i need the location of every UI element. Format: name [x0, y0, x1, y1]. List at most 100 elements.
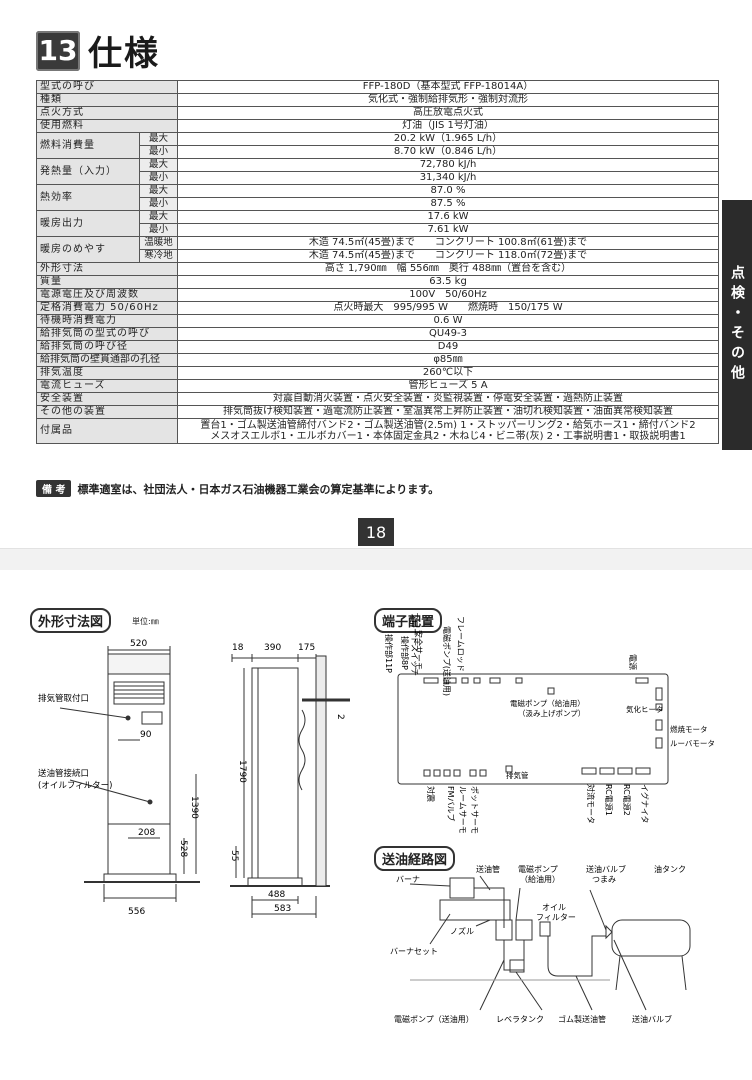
- dim-208: 208: [138, 828, 155, 838]
- row-label: 型式の呼び: [36, 80, 178, 94]
- rubber-pipe-label: ゴム製送油管: [558, 1014, 606, 1024]
- dim-175: 175: [298, 643, 315, 653]
- terminal-title: 端子配置: [374, 608, 443, 633]
- oil-hose: [298, 709, 306, 791]
- row-label: 付属品: [36, 418, 178, 444]
- ground-label: 対震: [426, 786, 436, 802]
- row-value: 木造 74.5㎡(45畳)まで コンクリート 118.0㎡(72畳)まで: [177, 249, 719, 263]
- row-value: QU49-3: [177, 327, 719, 341]
- fm-valve-label: FMバルブ: [446, 786, 456, 822]
- burner-set: [439, 899, 511, 921]
- accessories-line-1: 置台1・ゴム製送油管締付バンド2・ゴム製送油管(2.5m) 1・ストッパーリング…: [200, 420, 696, 431]
- burner-label: バーナ: [396, 875, 420, 884]
- outline-unit: 単位:㎜: [132, 617, 159, 626]
- diagram-page: 外形寸法図 単位:㎜: [0, 570, 752, 1080]
- room-thermo-label: ルームサーモ: [458, 786, 467, 834]
- side-tab[interactable]: 点検・その他: [722, 200, 752, 450]
- table-row: 外形寸法高さ 1,790㎜ 幅 556㎜ 奥行 488㎜（置台を含む）: [36, 262, 719, 276]
- oil-pipe: [474, 887, 505, 928]
- pump-supply-label-2: （給油用）: [520, 874, 560, 884]
- oil-valve-label: 送油バルブ: [632, 1014, 672, 1024]
- rubber-pipe: [547, 935, 606, 977]
- row-label: 発熱量（入力）: [36, 158, 140, 185]
- terminal-diagram: 操作部11P 操作部8P 安全サーモ フロートスイッチ 電磁ポンプ(送油用) フ…: [384, 612, 715, 834]
- row-label: 電流ヒューズ: [36, 379, 178, 393]
- row-sub: 寒冷地: [139, 249, 178, 263]
- front-top-panel: [107, 653, 171, 675]
- burner-set-label: バーナセット: [390, 947, 438, 956]
- igniter-label: イグナイタ: [640, 784, 650, 824]
- row-sub: 最大: [139, 184, 178, 198]
- outline-title: 外形寸法図: [30, 608, 112, 633]
- dim-556: 556: [128, 907, 145, 917]
- row-sub: 最大: [139, 210, 178, 224]
- pump-main-label-2: （汲み上げポンプ）: [518, 709, 585, 718]
- row-label: 排気温度: [36, 366, 178, 380]
- dim-18: 18: [232, 643, 244, 653]
- row-label: 暖房出力: [36, 210, 140, 237]
- oil-pipe-label: 送油管: [476, 864, 500, 874]
- oilpath-diagram: バーナ 送油管 電磁ポンプ （給油用） 送油バルブ つまみ 油タンク オイル フ…: [390, 864, 691, 1024]
- section-header: 13 仕様: [36, 26, 160, 75]
- op11-label: 操作部11P: [384, 634, 394, 673]
- dim-488: 488: [268, 890, 285, 900]
- exhaust-label: 排気管取付口: [38, 693, 89, 704]
- row-label: 給排気筒の型式の呼び: [36, 327, 178, 341]
- side-body: [251, 667, 299, 879]
- row-label: 給排気筒の呼び径: [36, 340, 178, 354]
- oil-filter-label: (オイルフィルター): [38, 781, 112, 791]
- row-label: 使用燃料: [36, 119, 178, 133]
- front-stand: [103, 873, 177, 883]
- leveler-tank-label: レベラタンク: [496, 1015, 544, 1024]
- row-label: 待機時消費電力: [36, 314, 178, 328]
- dim-1790: 1790: [237, 760, 247, 783]
- row-sub: 最大: [139, 158, 178, 172]
- oilpath-title: 送油経路図: [374, 846, 456, 871]
- dim-2: 2: [335, 714, 345, 720]
- section-title: 仕様: [88, 34, 160, 74]
- table-row: 点火方式高圧放電点火式: [36, 106, 719, 120]
- exhaust-pipe-label: 排気管: [506, 770, 529, 780]
- row-value: 260℃以下: [177, 366, 719, 380]
- row-label: 種類: [36, 93, 178, 107]
- pump-send-label: 電磁ポンプ（送油用）: [394, 1014, 474, 1024]
- row-sub: 最大: [139, 132, 178, 146]
- table-row: 種類気化式・強制給排気形・強制対流形: [36, 93, 719, 107]
- note-text: 標準適室は、社団法人・日本ガス石油機器工業会の算定基準によります。: [77, 482, 440, 496]
- dim-1390: 1390: [189, 796, 199, 819]
- row-value: 20.2 kW（1.965 L/h）: [177, 132, 719, 146]
- table-row: 寒冷地木造 74.5㎡(45畳)まで コンクリート 118.0㎡(72畳)まで: [37, 249, 719, 263]
- dim-528: 528: [178, 840, 188, 857]
- table-row: 暖房のめやす温暖地木造 74.5㎡(45畳)まで コンクリート 100.8㎡(6…: [36, 236, 719, 263]
- float-switch-label: フロートスイッチ: [410, 612, 419, 676]
- row-sub: 最小: [139, 171, 178, 185]
- row-label: 定格消費電力 50/60Hz: [36, 301, 178, 315]
- dim-90: 90: [140, 730, 152, 740]
- row-value: 0.6 W: [177, 314, 719, 328]
- frame-rod-label: フレームロッド: [456, 616, 465, 672]
- oil-valve: [605, 924, 613, 940]
- row-value: 72,780 kJ/h: [177, 158, 719, 172]
- row-value: 置台1・ゴム製送油管締付バンド2・ゴム製送油管(2.5m) 1・ストッパーリング…: [177, 418, 719, 444]
- row-label: 給排気筒の壁貫通部の孔径: [36, 353, 178, 367]
- dim-55: 55: [229, 850, 239, 861]
- pump-supply-label-1: 電磁ポンプ: [518, 864, 558, 874]
- accessories-line-2: メスオスエルボ1・エルボカバー1・本体固定金具2・木ねじ4・ビニ帯(灰) 2・工…: [210, 431, 686, 442]
- oil-filter: [539, 921, 551, 937]
- table-row: 付属品 置台1・ゴム製送油管締付バンド2・ゴム製送油管(2.5m) 1・ストッパ…: [36, 418, 719, 444]
- row-sub: 温暖地: [139, 236, 178, 250]
- row-value: 点火時最大 995/995 W 燃焼時 150/175 W: [177, 301, 719, 315]
